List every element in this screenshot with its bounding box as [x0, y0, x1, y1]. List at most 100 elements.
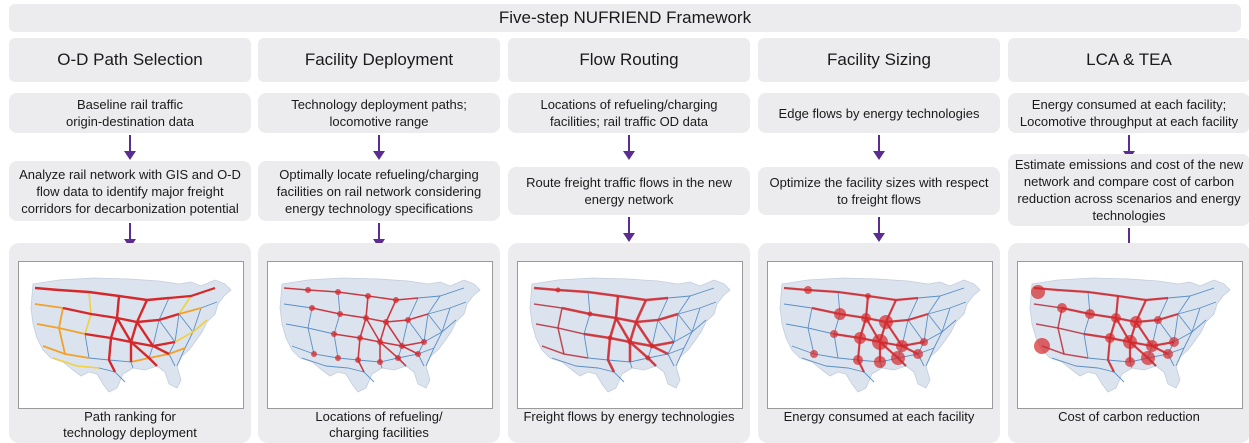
- rail-line: [657, 319, 675, 343]
- facility-cost-circle: [1031, 285, 1045, 299]
- facility-dot: [337, 311, 343, 317]
- facility-cost-circle: [1169, 337, 1179, 347]
- us-rail-map: [279, 277, 481, 393]
- rail-line: [1167, 295, 1191, 355]
- rail-line: [917, 295, 941, 355]
- red-flow: [614, 317, 657, 367]
- rail-line: [307, 307, 315, 355]
- flow-node: [607, 335, 613, 341]
- rail-line: [925, 307, 951, 367]
- rail-line: [807, 307, 815, 355]
- facility-size-circle: [830, 330, 838, 338]
- framework-title-banner: Five-step NUFRIEND Framework: [9, 4, 1241, 32]
- step-output-card: Energy consumed at each facility: [758, 243, 1000, 443]
- rail-line: [178, 313, 194, 333]
- corridor-mid: [130, 347, 186, 363]
- facility-dot: [363, 315, 369, 321]
- facility-size-circle: [854, 332, 866, 344]
- map-frame: [18, 261, 244, 409]
- step-output-caption: Cost of carbon reduction: [1058, 409, 1200, 424]
- red-flow: [628, 299, 648, 362]
- facility-dot: [335, 289, 341, 295]
- red-flow: [311, 307, 429, 323]
- facility-size-circle: [853, 355, 863, 365]
- facility-dot: [355, 357, 361, 363]
- step-header: Facility Sizing: [758, 38, 1000, 82]
- facility-size-circle: [861, 313, 871, 323]
- rail-line: [407, 319, 425, 343]
- step-process-box: Optimize the facility sizes with respect…: [758, 167, 1000, 215]
- us-rail-map: [1029, 277, 1231, 393]
- step-input-box: Locations of refueling/charging faciliti…: [508, 93, 750, 133]
- facility-size-circle: [810, 350, 818, 358]
- flow-node: [555, 287, 561, 293]
- facility-dot: [393, 297, 399, 303]
- facility-dot: [415, 351, 421, 357]
- red-flow: [1035, 323, 1085, 335]
- corridor-high: [115, 317, 158, 367]
- facility-dot: [357, 335, 363, 341]
- facility-size-circle: [834, 308, 846, 320]
- step-header: LCA & TEA: [1008, 38, 1249, 82]
- map-frame: [1017, 261, 1243, 409]
- rail-line: [1083, 291, 1091, 359]
- rail-line: [417, 295, 441, 355]
- step-input-box: Technology deployment paths; locomotive …: [258, 93, 500, 133]
- step-process-box: Route freight traffic flows in the new e…: [508, 167, 750, 215]
- map-frame: [517, 261, 743, 409]
- facility-dot: [377, 359, 383, 365]
- facility-size-circle: [920, 338, 928, 346]
- step-output-card: Freight flows by energy technologies: [508, 243, 750, 443]
- step-output-card: Path ranking for technology deployment: [9, 243, 251, 443]
- facility-dot: [405, 317, 411, 323]
- step-output-card: Cost of carbon reduction: [1008, 243, 1249, 443]
- corridor-mid: [36, 323, 86, 335]
- red-flow: [365, 317, 407, 367]
- step-header: Facility Deployment: [258, 38, 500, 82]
- facility-cost-circle: [1146, 340, 1158, 352]
- facility-cost-circle: [1085, 309, 1095, 319]
- down-arrow-icon: [623, 217, 635, 242]
- step-output-caption: Energy consumed at each facility: [783, 409, 975, 424]
- facility-cost-circle: [1034, 338, 1050, 354]
- rail-line: [425, 307, 451, 367]
- flow-node: [649, 343, 655, 349]
- step-input-box: Edge flows by energy technologies: [758, 93, 1000, 133]
- facility-cost-circle: [1154, 316, 1162, 324]
- corridor-high: [129, 299, 149, 362]
- facility-size-circle: [872, 334, 888, 350]
- red-flow: [535, 323, 585, 335]
- framework-title: Five-step NUFRIEND Framework: [498, 8, 752, 27]
- step-process-box: Estimate emissions and cost of the new n…: [1008, 154, 1249, 226]
- rail-line: [1175, 307, 1201, 367]
- facility-cost-circle: [1105, 333, 1115, 343]
- down-arrow-icon: [373, 135, 385, 160]
- corridor-mid: [178, 307, 202, 315]
- flow-node: [587, 311, 593, 317]
- corridor-low: [178, 295, 192, 315]
- corridor-high: [168, 286, 216, 300]
- facility-cost-circle: [1125, 357, 1135, 367]
- facility-dot: [305, 287, 311, 293]
- flow-node: [627, 339, 633, 345]
- step-output-caption: Path ranking for technology deployment: [63, 409, 197, 440]
- rail-line: [291, 345, 435, 363]
- step-input-box: Baseline rail traffic origin-destination…: [9, 93, 251, 133]
- rail-line: [1051, 357, 1125, 383]
- rail-line: [675, 307, 701, 367]
- facility-cost-circle: [1130, 316, 1142, 328]
- flow-node: [645, 355, 651, 361]
- rail-line: [148, 297, 170, 359]
- facility-dot: [377, 339, 383, 345]
- facility-cost-circle: [1141, 351, 1155, 365]
- red-flow: [283, 287, 419, 301]
- corridor-high: [62, 306, 180, 324]
- red-flow: [1033, 286, 1169, 302]
- step-output-card: Locations of refueling/ charging facilit…: [258, 243, 500, 443]
- us-rail-map: [779, 277, 981, 393]
- red-flow: [878, 299, 898, 362]
